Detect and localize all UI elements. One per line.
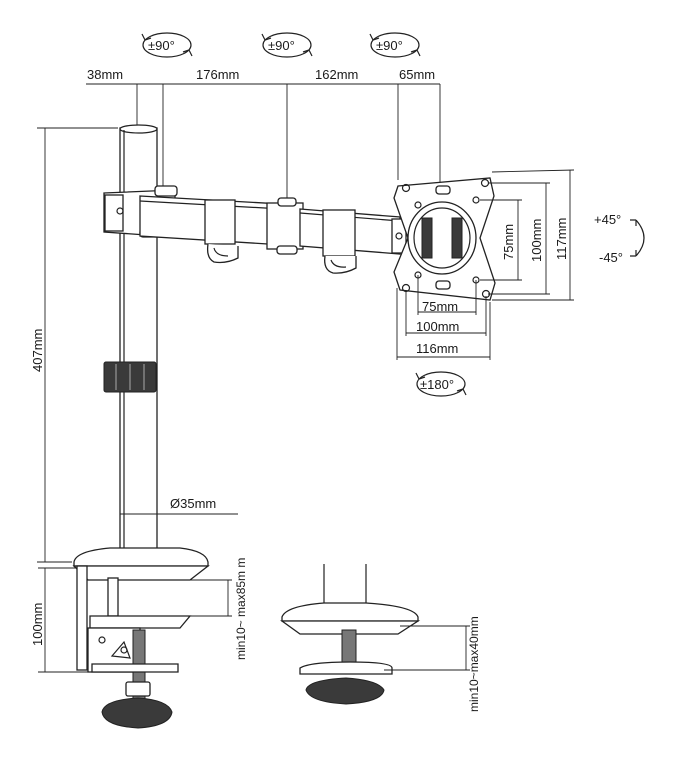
rotation-label-arm2: ±90° xyxy=(268,38,295,53)
vesa-v-100-label: 100mm xyxy=(529,219,544,262)
grommet-range-dimension xyxy=(384,625,470,671)
tilt-up-label: +45° xyxy=(594,212,621,227)
rotation-icon-arm1 xyxy=(141,32,193,58)
vesa-h-100-label: 100mm xyxy=(416,319,459,334)
head-length-label: 65mm xyxy=(399,67,435,82)
tilt-icon xyxy=(630,219,645,257)
arm-joint xyxy=(266,197,304,255)
vesa-plate xyxy=(393,177,496,301)
arm-dimension-line xyxy=(86,83,441,200)
grommet-mount xyxy=(279,564,421,705)
pole-collar xyxy=(103,361,157,393)
rotation-label-head: ±90° xyxy=(376,38,403,53)
vesa-v-75-label: 75mm xyxy=(501,224,516,260)
pole xyxy=(119,124,158,559)
tilt-down-label: -45° xyxy=(599,250,623,265)
pole-height-label: 407mm xyxy=(30,329,45,372)
clamp-height-label: 100mm xyxy=(30,603,45,646)
vesa-h-75-label: 75mm xyxy=(422,299,458,314)
offset-dim-label: 38mm xyxy=(87,67,123,82)
arm-segment-2 xyxy=(299,208,407,274)
arm-segment-1 xyxy=(139,195,301,264)
rotation-icon-vesa xyxy=(415,371,467,397)
vesa-horizontal-dimensions xyxy=(396,275,491,360)
clamp-height-dimension xyxy=(38,567,88,673)
rotation-label-vesa: ±180° xyxy=(420,377,454,392)
rotation-icon-head xyxy=(369,32,421,58)
vesa-h-116-label: 116mm xyxy=(416,341,458,356)
arm2-length-label: 162mm xyxy=(315,67,358,82)
desk-clamp xyxy=(72,547,210,729)
vesa-vertical-dimensions xyxy=(480,169,575,301)
rotation-icon-arm2 xyxy=(261,32,313,58)
clamp-range-label: min10~ max85m m xyxy=(234,558,248,660)
arm1-length-label: 176mm xyxy=(196,67,239,82)
vesa-v-117-label: 117mm xyxy=(554,218,569,260)
grommet-range-label: min10~max40mm xyxy=(467,616,481,712)
rotation-label-arm1: ±90° xyxy=(148,38,175,53)
clamp-range-dimension xyxy=(190,579,232,617)
pole-diameter-label: Ø35mm xyxy=(170,496,216,511)
pole-height-dimension xyxy=(37,127,118,563)
